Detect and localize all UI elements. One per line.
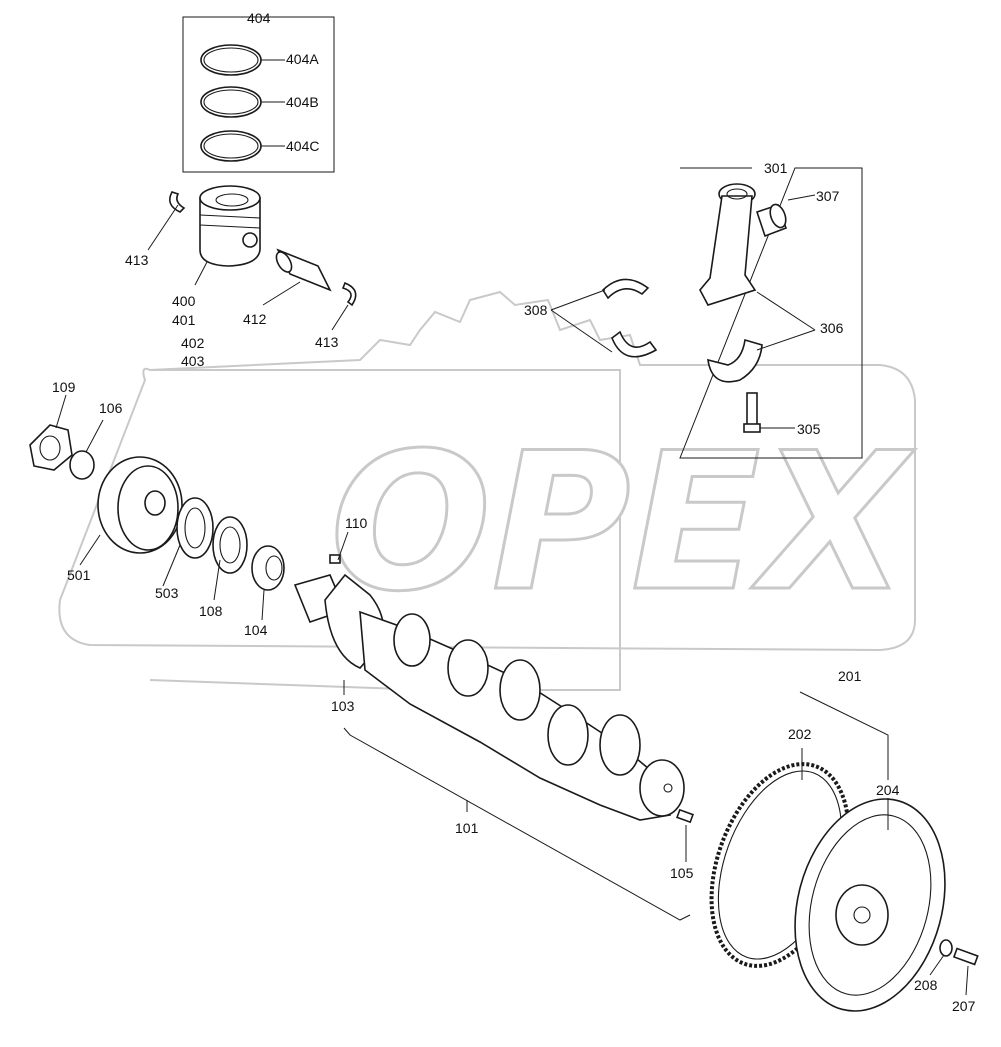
label-204: 204	[876, 782, 900, 798]
label-403: 403	[181, 353, 205, 369]
flywheel-icon	[709, 762, 979, 1012]
label-305: 305	[797, 421, 821, 437]
connecting-rod-group	[550, 167, 863, 459]
connecting-rod-icon	[699, 183, 788, 433]
piston-rings-group	[182, 16, 335, 173]
label-101: 101	[455, 820, 479, 836]
watermark-logo: OPEX	[58, 290, 917, 691]
crankshaft-icon	[293, 573, 694, 824]
label-207: 207	[952, 998, 976, 1014]
label-104: 104	[244, 622, 268, 638]
label-105: 105	[670, 865, 694, 881]
label-103: 103	[331, 698, 355, 714]
watermark-text: OPEX	[330, 412, 916, 633]
label-106: 106	[99, 400, 123, 416]
label-404C: 404C	[286, 138, 319, 154]
label-110: 110	[345, 515, 368, 531]
label-400: 400	[172, 293, 196, 309]
label-201: 201	[838, 668, 862, 684]
label-306: 306	[820, 320, 844, 336]
label-503: 503	[155, 585, 179, 601]
label-412: 412	[243, 311, 267, 327]
label-307: 307	[816, 188, 840, 204]
part-labels: 404 404A 404B 404C 413 400 401 402 403 4…	[52, 10, 976, 1014]
label-404B: 404B	[286, 94, 319, 110]
label-108: 108	[199, 603, 223, 619]
label-308: 308	[524, 302, 548, 318]
label-404A: 404A	[286, 51, 319, 67]
piston-icon	[169, 185, 357, 307]
label-402: 402	[181, 335, 205, 351]
label-404: 404	[247, 10, 271, 26]
label-501: 501	[67, 567, 91, 583]
label-413-left: 413	[125, 252, 149, 268]
pulley-icon	[29, 424, 341, 591]
label-401: 401	[172, 312, 196, 328]
label-202: 202	[788, 726, 812, 742]
label-301: 301	[764, 160, 788, 176]
label-208: 208	[914, 977, 938, 993]
label-109: 109	[52, 379, 76, 395]
label-413-right: 413	[315, 334, 339, 350]
piston-rings-icon	[200, 44, 262, 162]
